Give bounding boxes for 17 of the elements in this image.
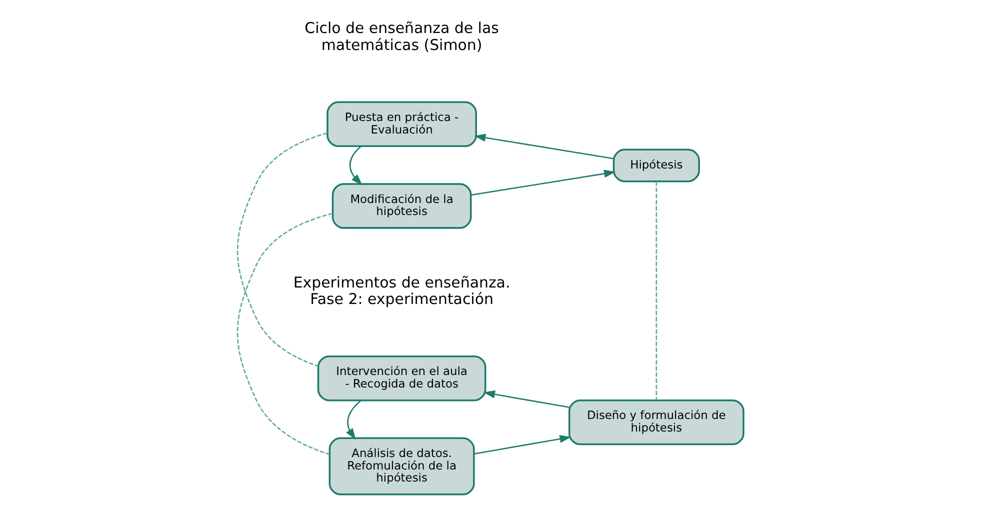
- arrow: [349, 146, 362, 186]
- arrow: [346, 400, 362, 440]
- node-box: Intervención en el aula - Recogida de datos: [317, 355, 486, 402]
- node-box: Análisis de datos. Refomulación de la hipótesis: [328, 437, 475, 496]
- arrow: [474, 434, 572, 454]
- label: Ciclo de enseñanza de las matemáticas (Simon): [304, 19, 499, 54]
- label: Experimentos de enseñanza. Fase 2: experimentación: [293, 273, 510, 308]
- connector: [236, 132, 328, 367]
- arrow: [474, 134, 614, 160]
- arrow: [471, 170, 616, 196]
- node-box: Diseño y formulación de hipótesis: [568, 399, 744, 446]
- connector: [656, 182, 658, 400]
- node-box: Puesta en práctica - Evaluación: [326, 101, 477, 148]
- arrow: [484, 390, 570, 408]
- node-box: Hipótesis: [612, 148, 700, 182]
- connector: [236, 212, 333, 455]
- node-box: Modificación de la hipótesis: [332, 183, 472, 229]
